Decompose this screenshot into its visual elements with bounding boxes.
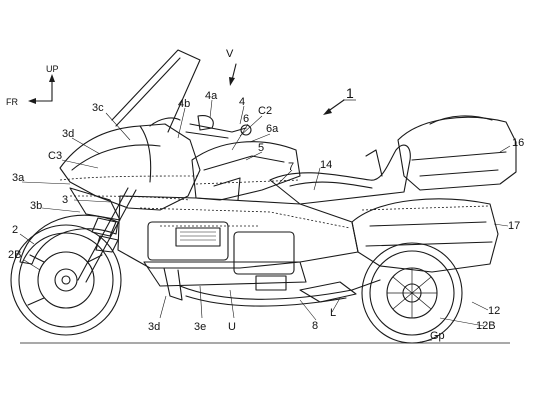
label-6: 6 — [243, 113, 249, 125]
direction-indicator — [28, 74, 55, 104]
label-v: V — [226, 48, 234, 60]
label-3c: 3c — [92, 102, 104, 114]
label-fr: FR — [6, 97, 18, 107]
label-4b: 4b — [178, 98, 190, 110]
label-16: 16 — [512, 137, 524, 149]
label-3: 3 — [62, 194, 68, 206]
label-up: UP — [46, 64, 59, 74]
saddlebag — [351, 198, 499, 273]
front-wheel — [10, 224, 122, 336]
label-l: L — [330, 307, 336, 319]
stand-detail — [163, 267, 183, 301]
top-trunk — [397, 115, 517, 191]
label-c3: C3 — [48, 150, 62, 162]
engine — [143, 221, 307, 291]
label-5: 5 — [258, 142, 264, 154]
label-12: 12 — [488, 305, 500, 317]
side-body — [117, 195, 359, 269]
label-c2: C2 — [258, 105, 272, 117]
label-2b: 2B — [8, 249, 21, 261]
windscreen — [111, 49, 201, 133]
label-7: 7 — [288, 161, 294, 173]
seat — [269, 144, 411, 205]
label-4a: 4a — [205, 90, 218, 102]
label-6a: 6a — [266, 123, 279, 135]
handlebar — [185, 115, 252, 139]
label-3e: 3e — [194, 321, 206, 333]
label-2: 2 — [12, 224, 18, 236]
label-gp: Gp — [430, 330, 445, 342]
label-14: 14 — [320, 159, 332, 171]
leader-lines — [19, 99, 511, 343]
tank-panel — [191, 141, 301, 201]
label-3d-bottom: 3d — [148, 321, 160, 333]
label-3b: 3b — [30, 200, 42, 212]
label-3a: 3a — [12, 172, 25, 184]
label-3d-top: 3d — [62, 128, 74, 140]
label-8: 8 — [312, 320, 318, 332]
exhaust — [179, 279, 381, 307]
label-4: 4 — [239, 96, 245, 108]
label-17: 17 — [508, 220, 520, 232]
front-fender — [19, 214, 119, 265]
v-arrow — [231, 63, 237, 81]
rear-wheel — [361, 242, 463, 344]
label-ref-1: 1 — [346, 85, 354, 101]
label-u: U — [228, 321, 236, 333]
label-12b: 12B — [476, 320, 496, 332]
